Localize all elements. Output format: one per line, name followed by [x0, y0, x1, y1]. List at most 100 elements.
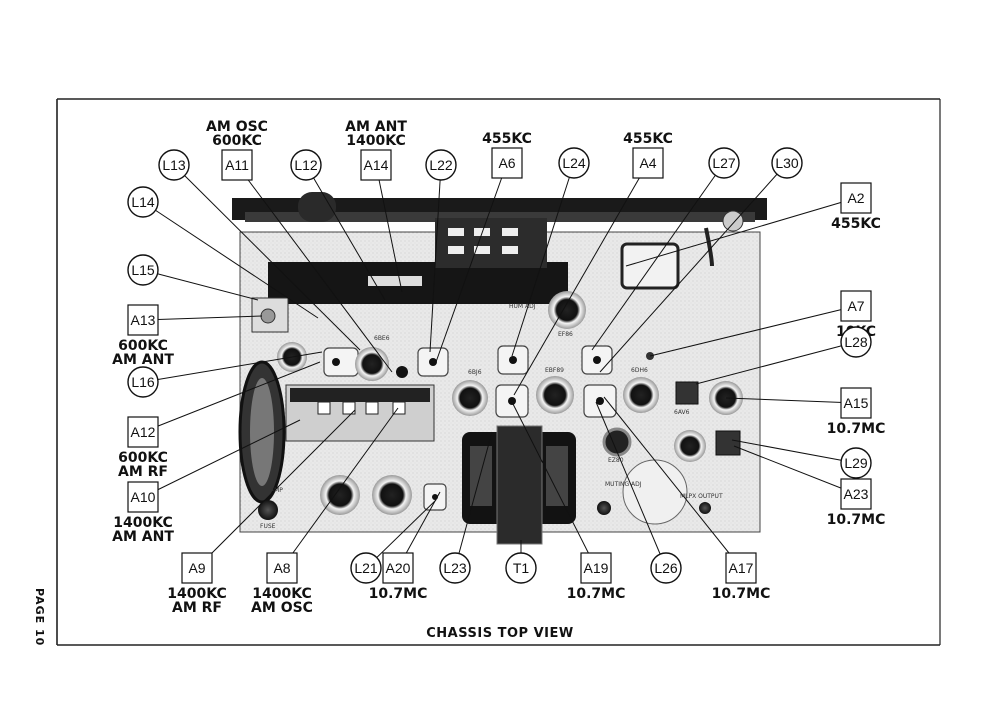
callout-freq-text: AM RF	[172, 600, 222, 616]
callout-id-text: L23	[443, 560, 467, 576]
leader-line-a15	[725, 397, 857, 404]
callout-circle	[127, 186, 159, 218]
callout-circle	[158, 149, 190, 181]
callout-circle	[771, 147, 803, 179]
tube-label: 6DH6	[631, 367, 648, 374]
callout-id-text: L27	[712, 155, 736, 171]
callout-l28: L28	[840, 326, 872, 358]
tube-6dh6	[623, 377, 659, 413]
callout-freq-text: AM OSC	[251, 600, 313, 616]
tube-label: EF86	[558, 331, 573, 338]
callout-id-text: A7	[847, 298, 864, 314]
leader-line-a9	[196, 409, 356, 569]
callout-id-text: L22	[429, 157, 453, 173]
leader-line-a4	[513, 162, 649, 396]
callout-id-text: A20	[386, 560, 411, 576]
leader-line-a8	[281, 407, 399, 569]
callout-freq-text: 1400KC	[252, 586, 311, 602]
tube-ebf89	[536, 376, 574, 414]
muting-adj-label: MUTING ADJ	[605, 481, 642, 488]
callout-l24: L24	[558, 147, 590, 179]
leader-line-l24	[511, 162, 575, 357]
callout-freq-text: 10.7MC	[567, 586, 626, 602]
callout-circle	[840, 326, 872, 358]
callout-id-text: L26	[654, 560, 678, 576]
border-frame	[56, 98, 941, 646]
callout-id-text: A13	[131, 312, 156, 328]
stereo-control	[622, 459, 688, 525]
callout-l15: L15	[127, 254, 159, 286]
relay	[715, 430, 741, 456]
callout-circle	[650, 552, 682, 584]
callout-l22: L22	[425, 149, 457, 181]
leader-line-a2	[625, 197, 857, 267]
leader-line-a17	[603, 396, 742, 569]
leader-line-l28	[695, 341, 857, 385]
callout-freq-text: AM OSC	[206, 119, 268, 135]
callout-box	[181, 552, 213, 584]
callout-box	[360, 149, 392, 181]
callout-id-text: A15	[844, 395, 869, 411]
chassis-photo: HUM ADJ MUTING ADJ MLPX OUTPUT AMP FUSE …	[232, 192, 767, 545]
callout-a20: A20 10.7MC	[369, 552, 428, 602]
callout-id-text: L30	[775, 155, 799, 171]
callout-id-text: L13	[162, 157, 186, 173]
leader-line-l29	[731, 439, 857, 464]
callout-box	[840, 387, 872, 419]
callout-id-text: A2	[847, 190, 864, 206]
callout-id-text: L14	[131, 194, 155, 210]
callout-circle	[558, 147, 590, 179]
callout-freq-text: 10.7MC	[369, 586, 428, 602]
callout-box	[725, 552, 757, 584]
muting-adj-knob	[597, 501, 611, 515]
callout-box	[491, 147, 523, 179]
callout-freq-text: AM ANT	[112, 529, 174, 545]
fuse-label: FUSE	[260, 523, 276, 530]
callout-circle	[127, 366, 159, 398]
callout-circle	[505, 552, 537, 584]
callout-id-text: A11	[225, 157, 249, 173]
leader-line-a19	[511, 401, 597, 569]
callout-id-text: A19	[584, 560, 609, 576]
callout-id-text: A6	[498, 155, 515, 171]
callout-id-text: A12	[131, 424, 156, 440]
leader-line-l26	[595, 401, 667, 569]
callout-freq-text: 600KC	[118, 338, 168, 354]
tubes	[277, 291, 743, 515]
leader-line-a10	[142, 419, 301, 498]
leader-lines	[142, 162, 857, 569]
callout-circle	[439, 552, 471, 584]
leader-line-l14	[142, 201, 319, 319]
callout-freq-text: 10.7MC	[827, 512, 886, 528]
tube-mid-right	[674, 430, 706, 462]
leader-line-l16	[142, 351, 323, 383]
tube-label: 6BJ6	[468, 369, 482, 376]
page-number: PAGE 10	[33, 588, 46, 647]
callout-id-text: A23	[844, 486, 869, 502]
callout-freq-text: 1400KC	[113, 515, 172, 531]
callout-l14: L14	[127, 186, 159, 218]
leader-line-a7	[649, 305, 857, 357]
callout-a19: A19 10.7MC	[567, 552, 626, 602]
callout-box	[221, 149, 253, 181]
amp-label: AMP	[270, 487, 283, 494]
callout-circle	[425, 149, 457, 181]
callout-freq-text: 1400KC	[167, 586, 226, 602]
callout-box	[127, 304, 159, 336]
leader-line-l13	[173, 164, 361, 351]
tube-label: 6BE6	[374, 335, 390, 342]
tube-bottom-a	[320, 475, 360, 515]
callout-id-text: L24	[562, 155, 586, 171]
terminal-board	[435, 218, 547, 268]
callout-l30: L30	[771, 147, 803, 179]
callout-id-text: A10	[131, 489, 156, 505]
leader-line-l23	[454, 431, 493, 569]
callout-id-text: A9	[188, 560, 205, 576]
